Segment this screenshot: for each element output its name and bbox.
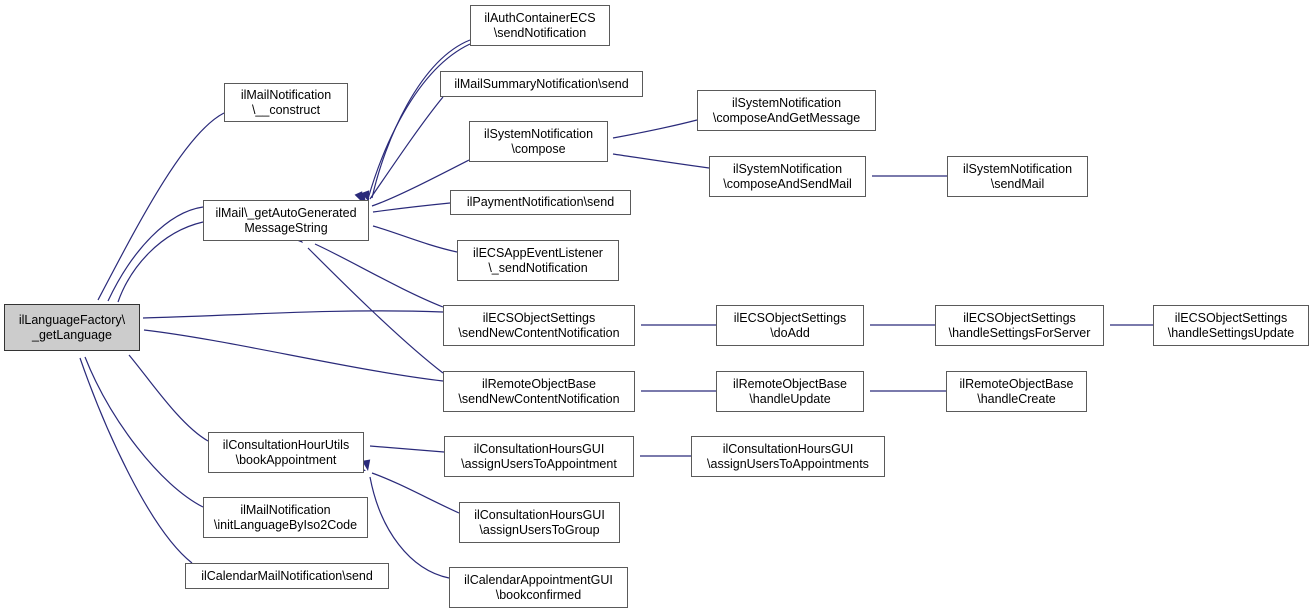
edge-mailsummary_send-to-mailgetauto xyxy=(369,96,444,200)
graph-node-label: ilLanguageFactory\ _getLanguage xyxy=(18,312,126,342)
edge-sysnotif_composesend-to-compose xyxy=(612,153,710,169)
graph-node-mailnotif_iso2[interactable]: ilMailNotification \initLanguageByIso2Co… xyxy=(203,497,368,538)
graph-node-label: ilRemoteObjectBase \handleCreate xyxy=(959,376,1074,406)
edge-authcontainerecs-to-mailgetauto-b xyxy=(367,43,471,200)
graph-node-calapptgui_bookconfirmed[interactable]: ilCalendarAppointmentGUI \bookconfirmed xyxy=(449,567,628,608)
graph-node-label: ilMailNotification \initLanguageByIso2Co… xyxy=(213,502,358,532)
edge-paymentnotif_send-to-mailgetauto xyxy=(372,202,451,213)
graph-node-remoteobj_sendnew[interactable]: ilRemoteObjectBase \sendNewContentNotifi… xyxy=(443,371,635,412)
graph-node-label: ilConsultationHoursGUI \assignUsersToApp… xyxy=(461,441,617,471)
graph-node-mailnotif_construct[interactable]: ilMailNotification \__construct xyxy=(224,83,348,122)
graph-node-label: ilECSObjectSettings \sendNewContentNotif… xyxy=(458,310,620,340)
graph-node-sysnotif_compose[interactable]: ilSystemNotification \compose xyxy=(469,121,608,162)
graph-node-remoteobj_handleupdate[interactable]: ilRemoteObjectBase \handleUpdate xyxy=(716,371,864,412)
graph-node-label: ilConsultationHoursGUI \assignUsersToGro… xyxy=(474,507,605,537)
graph-node-sysnotif_composeget[interactable]: ilSystemNotification \composeAndGetMessa… xyxy=(697,90,876,131)
edge-assignappt-to-bookappt xyxy=(369,445,445,453)
edge-mailnotif_iso2-to-langfactory xyxy=(84,356,204,508)
edge-calmailnotif_send-to-langfactory xyxy=(79,357,193,564)
graph-node-conshoursgui_assignappt[interactable]: ilConsultationHoursGUI \assignUsersToApp… xyxy=(444,436,634,477)
graph-node-remoteobj_handlecreate[interactable]: ilRemoteObjectBase \handleCreate xyxy=(946,371,1087,412)
graph-node-label: ilMailNotification \__construct xyxy=(240,87,332,117)
graph-node-label: ilPaymentNotification\send xyxy=(466,195,615,209)
graph-node-label: ilCalendarAppointmentGUI \bookconfirmed xyxy=(464,572,613,602)
graph-node-ecsobj_settingsupdate[interactable]: ilECSObjectSettings \handleSettingsUpdat… xyxy=(1153,305,1309,346)
graph-node-label: ilMail\_getAutoGenerated MessageString xyxy=(215,205,357,235)
graph-node-label: ilECSAppEventListener \_sendNotification xyxy=(473,245,603,275)
graph-node-label: ilMailSummaryNotification\send xyxy=(454,76,629,91)
edge-sysnotif_composeget-to-compose xyxy=(612,119,698,139)
edge-assigngroup-to-bookappt xyxy=(371,472,460,514)
graph-node-mailsummary_send[interactable]: ilMailSummaryNotification\send xyxy=(440,71,643,97)
graph-node-calmailnotif_send[interactable]: ilCalendarMailNotification\send xyxy=(185,563,389,589)
graph-node-label: ilSystemNotification \composeAndGetMessa… xyxy=(712,95,861,125)
graph-node-label: ilCalendarMailNotification\send xyxy=(201,568,373,583)
graph-node-label: ilRemoteObjectBase \handleUpdate xyxy=(733,376,847,406)
graph-node-label: ilECSObjectSettings \handleSettingsUpdat… xyxy=(1167,310,1295,340)
graph-node-conshoursgui_assigngroup[interactable]: ilConsultationHoursGUI \assignUsersToGro… xyxy=(459,502,620,543)
graph-node-label: ilConsultationHoursGUI \assignUsersToApp… xyxy=(707,441,869,471)
graph-node-conshourutils_book[interactable]: ilConsultationHourUtils \bookAppointment xyxy=(208,432,364,473)
edge-authcontainerecs-to-mailgetauto-a xyxy=(371,39,471,199)
graph-node-label: ilAuthContainerECS \sendNotification xyxy=(484,10,596,40)
edge-remoteobj_sendnew-to-langfactory xyxy=(143,329,444,382)
graph-node-langfactory[interactable]: ilLanguageFactory\ _getLanguage xyxy=(4,304,140,351)
edge-ecsobj_sendnew-to-langfactory xyxy=(142,310,444,319)
graph-node-ecsobj_settingsforserver[interactable]: ilECSObjectSettings \handleSettingsForSe… xyxy=(935,305,1104,346)
graph-node-ecsobj_doadd[interactable]: ilECSObjectSettings \doAdd xyxy=(716,305,864,346)
edge-mail_getauto-to-langfactory-a xyxy=(107,206,204,302)
graph-node-label: ilECSObjectSettings \handleSettingsForSe… xyxy=(948,310,1091,340)
graph-node-sysnotif_composesend[interactable]: ilSystemNotification \composeAndSendMail xyxy=(709,156,866,197)
graph-node-mail_getauto[interactable]: ilMail\_getAutoGenerated MessageString xyxy=(203,200,369,241)
graph-node-sysnotif_sendmail[interactable]: ilSystemNotification \sendMail xyxy=(947,156,1088,197)
graph-node-conshoursgui_assignappts[interactable]: ilConsultationHoursGUI \assignUsersToApp… xyxy=(691,436,885,477)
graph-node-label: ilSystemNotification \composeAndSendMail xyxy=(723,161,852,191)
graph-node-label: ilSystemNotification \compose xyxy=(483,126,594,156)
edge-ecsappevent-to-mailgetauto xyxy=(372,225,458,253)
graph-node-ecsappevent[interactable]: ilECSAppEventListener \_sendNotification xyxy=(457,240,619,281)
edge-conshourutils_book-to-langfactory xyxy=(128,354,209,442)
graph-node-paymentnotif_send[interactable]: ilPaymentNotification\send xyxy=(450,190,631,215)
graph-node-ecsobj_sendnew[interactable]: ilECSObjectSettings \sendNewContentNotif… xyxy=(443,305,635,346)
edge-ecsobj_sendnew-to-mailgetauto xyxy=(314,243,444,308)
graph-node-label: ilConsultationHourUtils \bookAppointment xyxy=(222,437,350,467)
graph-node-authcontainerecs[interactable]: ilAuthContainerECS \sendNotification xyxy=(470,5,610,46)
edge-mail_getauto-to-langfactory-b xyxy=(117,221,204,303)
graph-node-label: ilSystemNotification \sendMail xyxy=(962,161,1073,191)
graph-node-label: ilRemoteObjectBase \sendNewContentNotifi… xyxy=(458,376,620,406)
graph-node-label: ilECSObjectSettings \doAdd xyxy=(733,310,847,340)
edge-remoteobj_sendnew-to-mailgetauto xyxy=(307,247,444,374)
